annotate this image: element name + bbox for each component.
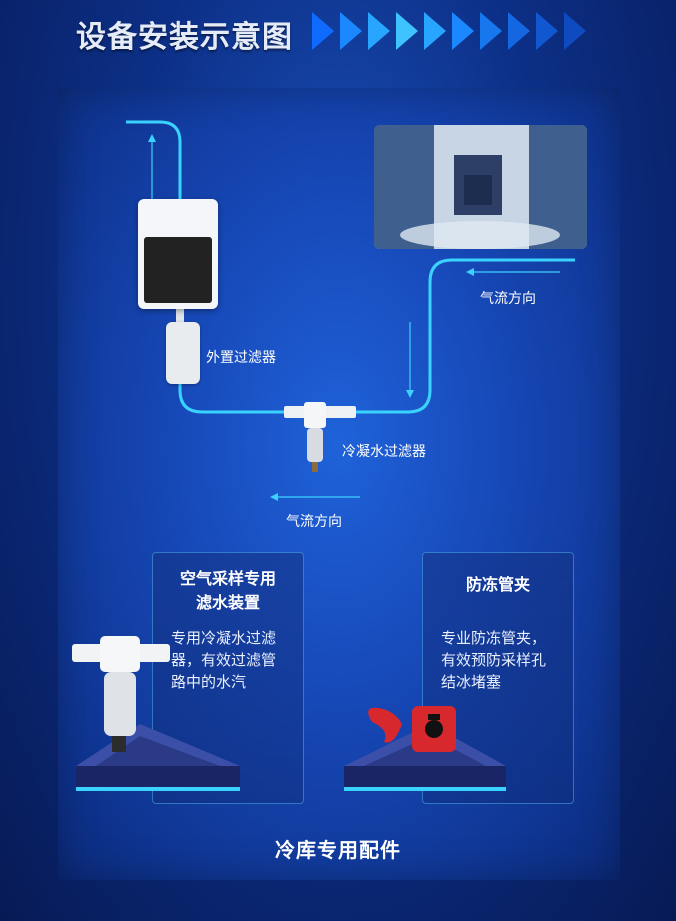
card-desc-line2: 器，有效过滤管 — [171, 651, 277, 669]
arrow-down-icon — [406, 322, 414, 398]
chevron-right-icon — [452, 12, 474, 50]
arrow-up-icon — [148, 134, 156, 200]
label-external-filter: 外置过滤器 — [206, 350, 276, 366]
chevron-right-icon — [368, 12, 390, 50]
cold-storage-photo — [374, 125, 587, 249]
arrow-left-icon — [466, 268, 560, 276]
page-title: 设备安装示意图 — [76, 20, 293, 55]
chevron-right-icon — [480, 12, 502, 50]
card-title-line1: 空气采样专用 — [179, 569, 276, 588]
external-filter-icon — [166, 322, 200, 384]
condensate-filter-icon — [284, 402, 356, 472]
label-airflow-bottom: 气流方向 — [286, 514, 342, 530]
label-airflow-right: 气流方向 — [480, 291, 536, 307]
chevron-right-icon — [564, 12, 586, 50]
card-title-line2: 滤水装置 — [195, 593, 260, 612]
pipe-clamp-icon — [368, 706, 456, 752]
chevron-right-icon — [424, 12, 446, 50]
sampling-device — [138, 199, 218, 309]
chevron-right-icon — [396, 12, 418, 50]
card-desc-line1: 专用冷凝水过滤 — [171, 629, 277, 647]
accessories-title: 冷库专用配件 — [275, 838, 401, 862]
card-desc-line3: 结冰堵塞 — [441, 673, 502, 691]
header: 设备安装示意图 — [0, 0, 676, 70]
label-condensate-filter: 冷凝水过滤器 — [342, 444, 426, 460]
chevron-right-icon — [340, 12, 362, 50]
card-desc-line1: 专业防冻管夹， — [441, 629, 547, 647]
chevron-right-icon — [508, 12, 530, 50]
device-screen — [144, 237, 212, 303]
chevron-right-icon — [312, 12, 334, 50]
pedestal-left — [76, 724, 240, 791]
arrow-left-icon — [270, 493, 360, 501]
chevron-right-icon — [536, 12, 558, 50]
card-desc-line2: 有效预防采样孔 — [441, 651, 547, 669]
card-desc-line3: 路中的水汽 — [171, 673, 247, 691]
card-title-line1: 防冻管夹 — [465, 575, 530, 594]
water-filter-icon — [72, 636, 170, 752]
